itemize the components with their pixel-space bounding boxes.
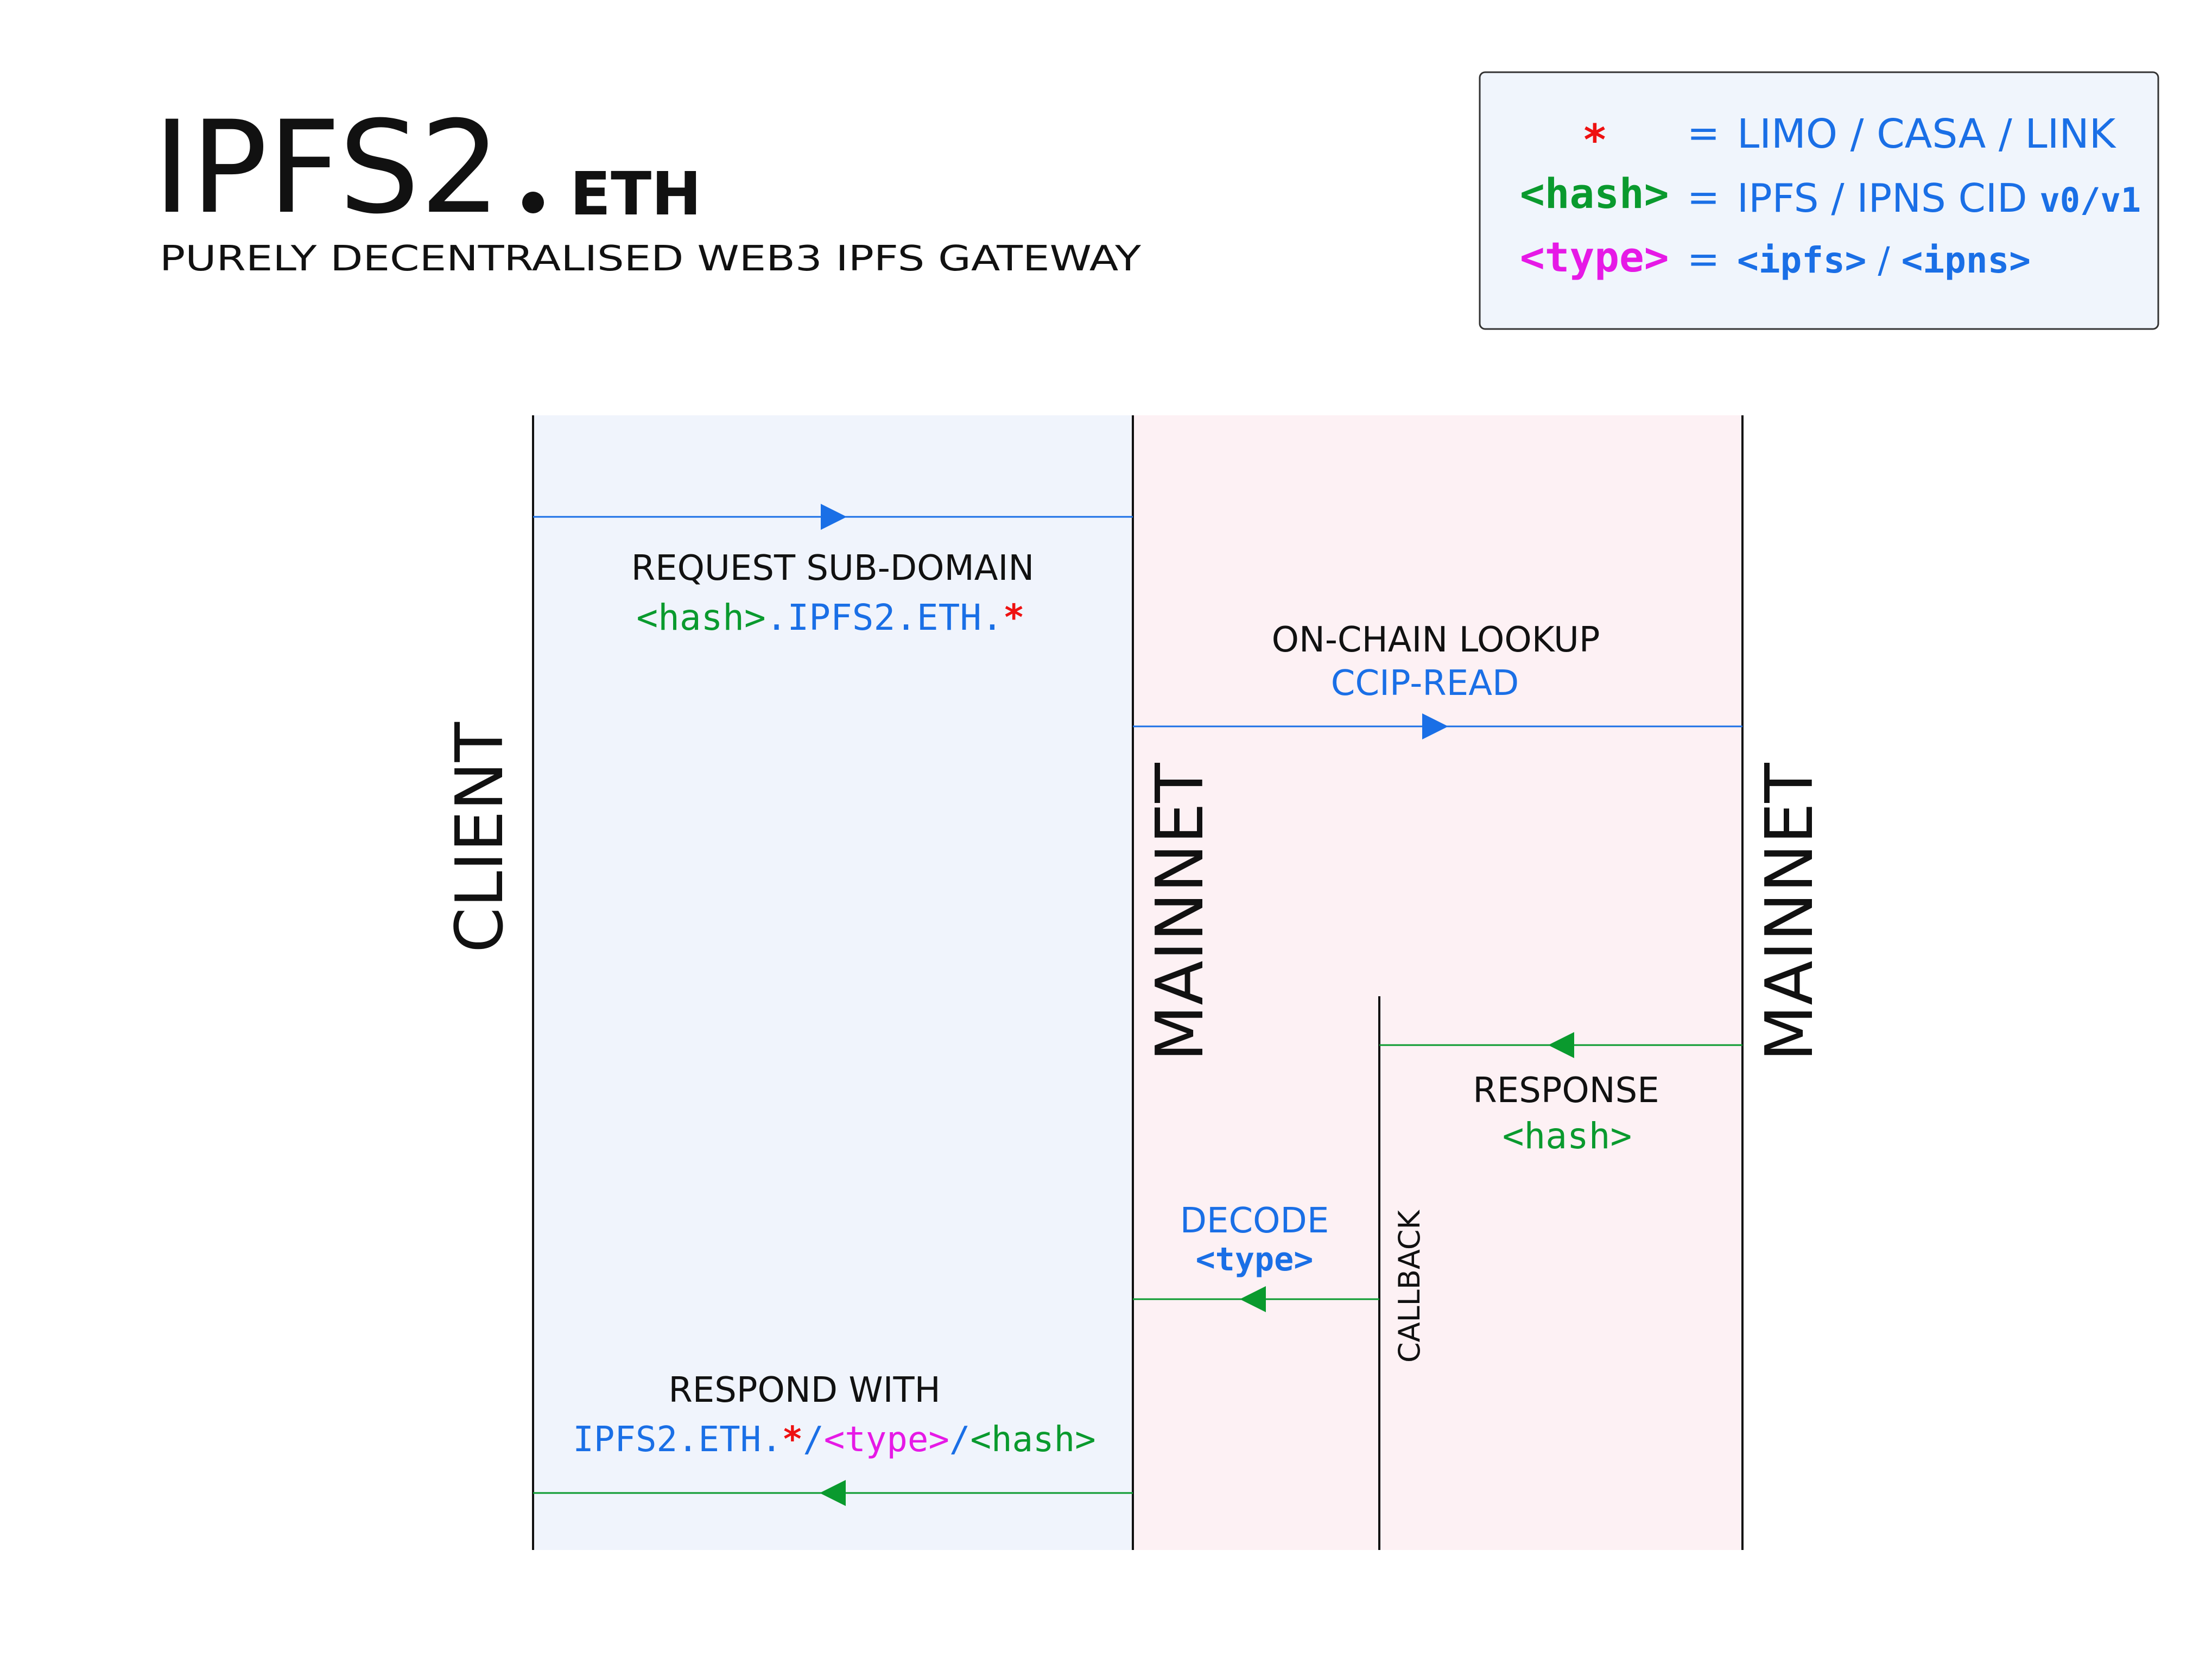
header: IPFS2 ETH PURELY DECENTRALISED WEB3 IPFS… xyxy=(153,94,1142,279)
legend-box: * = LIMO / CASA / LINK <hash> = IPFS / I… xyxy=(1479,71,2159,330)
title-suffix: ETH xyxy=(570,159,701,229)
subtitle: PURELY DECENTRALISED WEB3 IPFS GATEWAY xyxy=(160,239,1142,279)
legend-eq-2: = xyxy=(1687,174,1720,220)
decode-type: <type> xyxy=(1196,1241,1314,1279)
legend-hash-value: IPFS / IPNS CID v0/v1 xyxy=(1737,175,2141,221)
client-lane-label: CLIENT xyxy=(442,722,518,953)
legend-eq-1: = xyxy=(1687,110,1720,156)
request-title: REQUEST SUB-DOMAIN xyxy=(631,548,1035,589)
respond-title: RESPOND WITH xyxy=(668,1370,940,1410)
response-arrowhead xyxy=(1548,1032,1574,1058)
mainnet-lane-bg xyxy=(1133,415,1742,1550)
title-main: IPFS2 xyxy=(153,94,501,242)
request-arrow xyxy=(533,504,1133,530)
legend-type-value: <ipfs> / <ipns> xyxy=(1737,239,2031,281)
legend-eq-3: = xyxy=(1687,236,1720,282)
request-address: <hash>.IPFS2.ETH.* xyxy=(636,597,1024,638)
legend-frame xyxy=(1479,71,2159,330)
respond-arrowhead xyxy=(820,1480,846,1506)
legend-star-key: * xyxy=(1582,116,1608,165)
decode-title: DECODE xyxy=(1180,1201,1329,1241)
response-hash: <hash> xyxy=(1503,1115,1632,1157)
callback-lane-label: CALLBACK xyxy=(1392,1209,1427,1363)
lookup-title: ON-CHAIN LOOKUP xyxy=(1272,620,1600,660)
legend-hash-key: <hash> xyxy=(1520,169,1669,218)
request-arrowhead xyxy=(821,504,847,530)
respond-arrow xyxy=(533,1480,1133,1506)
respond-address: IPFS2.ETH.*/<type>/<hash> xyxy=(573,1420,1095,1460)
title-dot xyxy=(522,192,544,213)
client-lane-bg xyxy=(533,415,1133,1550)
response-arrow xyxy=(1379,1032,1742,1058)
legend-star-value: LIMO / CASA / LINK xyxy=(1737,111,2117,157)
lookup-arrow xyxy=(1133,713,1742,739)
mainnet-right-lane-label: MAINNET xyxy=(1752,763,1828,1061)
decode-arrow xyxy=(1133,1286,1379,1312)
lookup-arrowhead xyxy=(1422,713,1448,739)
lookup-sub: CCIP-READ xyxy=(1331,663,1519,704)
decode-arrowhead xyxy=(1240,1286,1266,1312)
legend-type-key: <type> xyxy=(1520,233,1669,281)
response-title: RESPONSE xyxy=(1473,1071,1659,1111)
mainnet-left-lane-label: MAINNET xyxy=(1143,763,1218,1061)
